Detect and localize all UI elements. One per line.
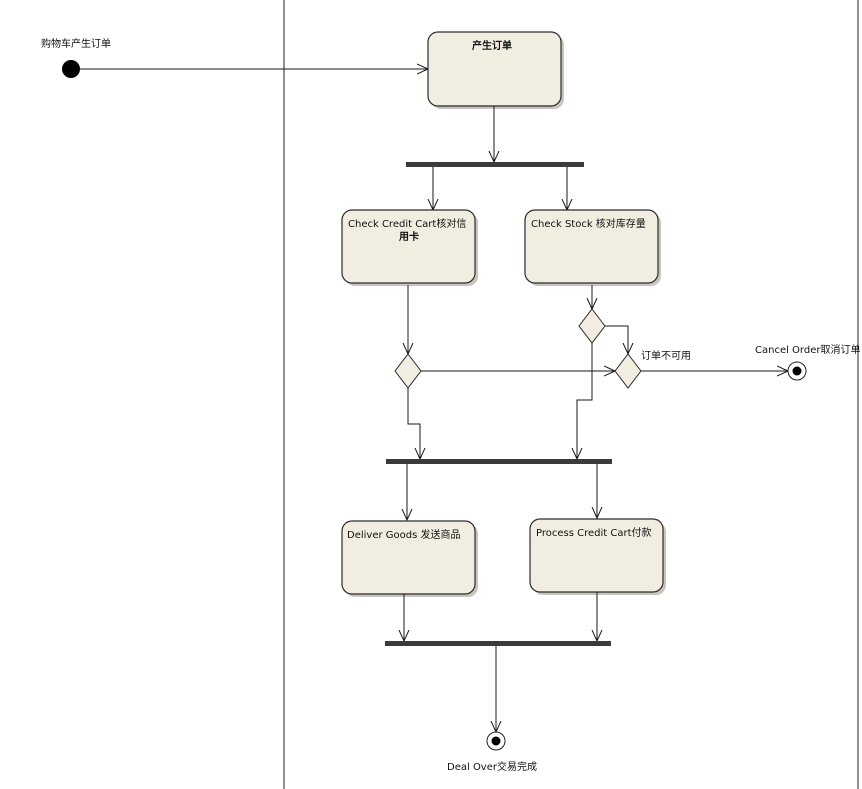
activity-check-stock-label: Check Stock 核对库存量 [531, 217, 646, 230]
final-node-deal-over[interactable] [486, 731, 506, 751]
activity-deliver-goods-label: Deliver Goods 发送商品 [347, 528, 461, 541]
activity-check-credit-label-2: 用卡 [398, 230, 419, 243]
decision-stock[interactable] [578, 308, 606, 344]
activity-check-credit-label-1: Check Credit Cart核对信 [348, 217, 466, 230]
activity-create-order-label: 产生订单 [472, 39, 512, 52]
fork-bar-2[interactable] [386, 459, 612, 464]
guard-order-unavailable: 订单不可用 [641, 350, 691, 362]
final-node-cancel[interactable] [787, 361, 807, 381]
initial-node[interactable] [62, 60, 80, 78]
fork-bar-1[interactable] [406, 162, 584, 167]
activity-check-stock[interactable]: Check Stock 核对库存量 [524, 209, 661, 286]
activity-create-order[interactable]: 产生订单 [427, 31, 564, 109]
activity-check-credit[interactable]: Check Credit Cart核对信 用卡 [341, 209, 478, 286]
final-deal-over-label: Deal Over交易完成 [447, 760, 537, 773]
final-cancel-label: Cancel Order取消订单 [755, 343, 860, 356]
activity-process-credit[interactable]: Process Credit Cart付款 [529, 518, 666, 595]
merge-order-unavailable[interactable] [614, 353, 642, 389]
edge-stock-ok-to-join [577, 343, 593, 459]
join-bar-3[interactable] [385, 641, 611, 646]
edge-credit-ok-to-join [407, 388, 420, 459]
activity-process-credit-label: Process Credit Cart付款 [536, 526, 652, 539]
edge-stock-fail-to-merge [605, 325, 628, 354]
initial-node-label: 购物车产生订单 [41, 37, 111, 50]
decision-credit[interactable] [394, 353, 422, 389]
activity-deliver-goods[interactable]: Deliver Goods 发送商品 [341, 520, 478, 597]
